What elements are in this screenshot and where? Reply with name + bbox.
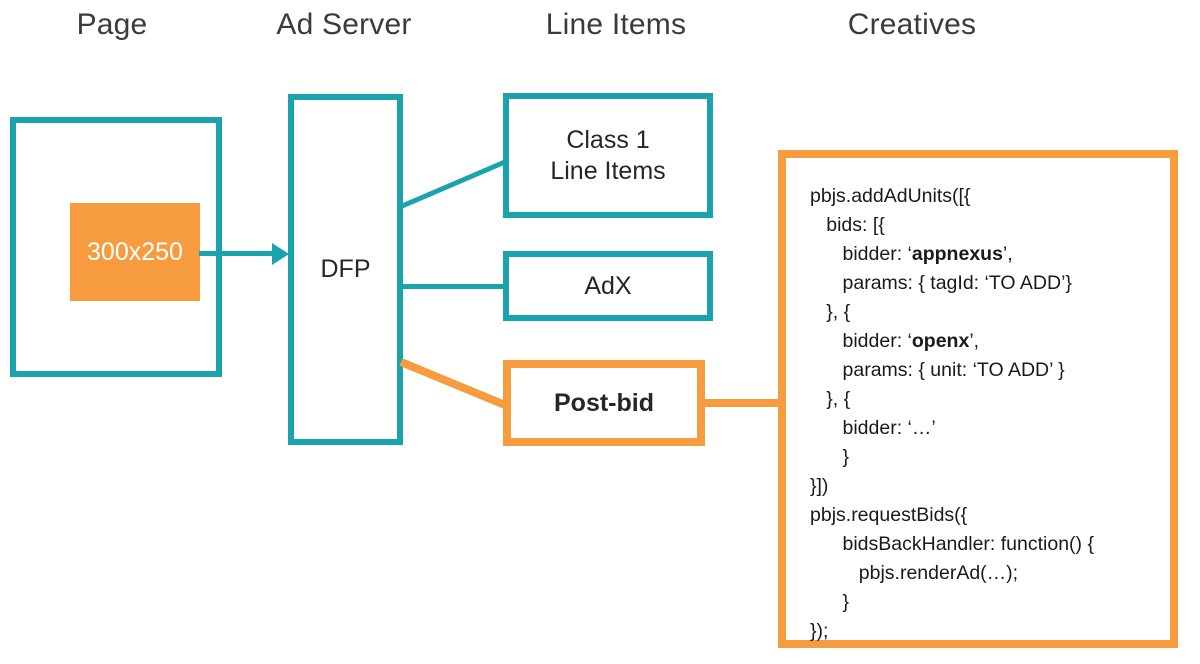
code-line: pbjs.renderAd(…); bbox=[810, 562, 1019, 584]
creative-code-block: pbjs.addAdUnits([{ bids: [{ bidder: ‘app… bbox=[778, 150, 1178, 648]
adx-box: AdX bbox=[503, 251, 713, 321]
adx-label: AdX bbox=[584, 271, 632, 300]
code-line: bidder: ‘appnexus’, bbox=[810, 243, 1013, 265]
code-line: }, { bbox=[810, 388, 851, 410]
class1-line-items-box: Class 1 Line Items bbox=[503, 93, 713, 218]
creative-slot-box: 300x250 bbox=[70, 203, 200, 301]
code-line: }, { bbox=[810, 301, 851, 323]
code-line: } bbox=[810, 591, 850, 613]
code-bidder-name: openx bbox=[911, 330, 970, 352]
connector-dfp-to-adx bbox=[401, 284, 507, 289]
code-line: pbjs.requestBids({ bbox=[810, 504, 968, 526]
code-line: bidsBackHandler: function() { bbox=[810, 533, 1094, 555]
connector-dfp-to-class1 bbox=[400, 160, 505, 209]
post-bid-box: Post-bid bbox=[503, 360, 705, 446]
ad-server-label: DFP bbox=[320, 255, 371, 284]
column-heading-line-items: Line Items bbox=[545, 8, 687, 41]
code-line: pbjs.addAdUnits([{ bbox=[810, 185, 971, 207]
connector-dfp-to-postbid bbox=[399, 358, 507, 409]
column-heading-creatives: Creatives bbox=[847, 8, 977, 41]
code-lines: pbjs.addAdUnits([{ bids: [{ bidder: ‘app… bbox=[810, 182, 1160, 646]
code-line: params: { unit: ‘TO ADD’ } bbox=[810, 359, 1065, 381]
code-line: } bbox=[810, 446, 850, 468]
ad-server-box: DFP bbox=[288, 94, 403, 445]
code-line: }); bbox=[810, 620, 829, 642]
class1-line-1: Class 1 bbox=[566, 126, 650, 154]
class1-line-items-label: Class 1 Line Items bbox=[550, 125, 665, 186]
column-heading-ad-server: Ad Server bbox=[276, 8, 412, 41]
connector-postbid-to-code bbox=[701, 399, 783, 407]
post-bid-label: Post-bid bbox=[554, 388, 654, 417]
column-heading-page: Page bbox=[76, 8, 148, 41]
connector-slot-to-dfp bbox=[199, 251, 285, 256]
creative-slot-label: 300x250 bbox=[87, 237, 183, 266]
class1-line-2: Line Items bbox=[550, 156, 666, 185]
code-line: bidder: ‘openx’, bbox=[810, 330, 980, 352]
code-line: }]) bbox=[810, 475, 829, 497]
arrow-head-icon bbox=[272, 243, 289, 265]
code-line: params: { tagId: ‘TO ADD’} bbox=[810, 272, 1072, 294]
code-line: bidder: ‘…’ bbox=[810, 417, 936, 439]
code-line: bids: [{ bbox=[810, 214, 885, 236]
code-bidder-name: appnexus bbox=[911, 243, 1003, 265]
